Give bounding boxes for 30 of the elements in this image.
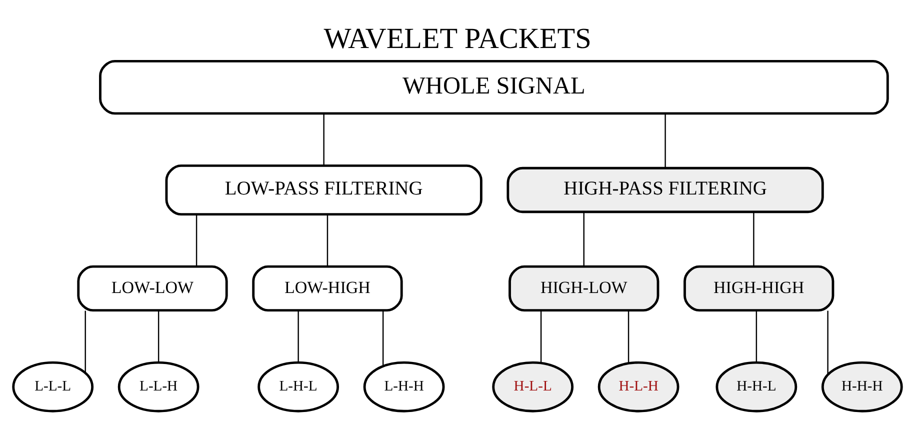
connector [827,310,828,374]
node-box: WHOLE SIGNAL [99,60,889,115]
connector [756,310,758,363]
connector [196,214,198,266]
node-ellipse: L-L-L [12,361,94,412]
node-box: LOW-LOW [77,265,228,312]
node-ellipse: H-L-L [492,361,574,412]
node-box: LOW-HIGH [252,265,403,312]
node-box: HIGH-LOW [508,265,660,312]
connector [158,310,160,363]
connector [628,310,630,364]
connector [664,114,666,168]
node-ellipse: L-H-H [363,361,445,412]
connector [382,310,384,366]
connector [323,114,324,166]
diagram-title: WAVELET PACKETS [324,23,592,56]
node-ellipse: H-H-L [716,361,798,412]
node-ellipse: L-H-L [258,361,340,412]
connector [326,214,328,266]
connector [84,310,86,373]
node-ellipse: L-L-H [118,361,200,412]
node-box: HIGH-HIGH [684,265,834,312]
node-ellipse: H-L-H [598,361,680,412]
node-ellipse: H-H-H [821,361,903,412]
node-box: LOW-PASS FILTERING [165,164,482,216]
connector [540,310,542,363]
connector [753,212,754,266]
connector [583,212,584,266]
connector [298,310,299,363]
node-box: HIGH-PASS FILTERING [506,166,824,214]
